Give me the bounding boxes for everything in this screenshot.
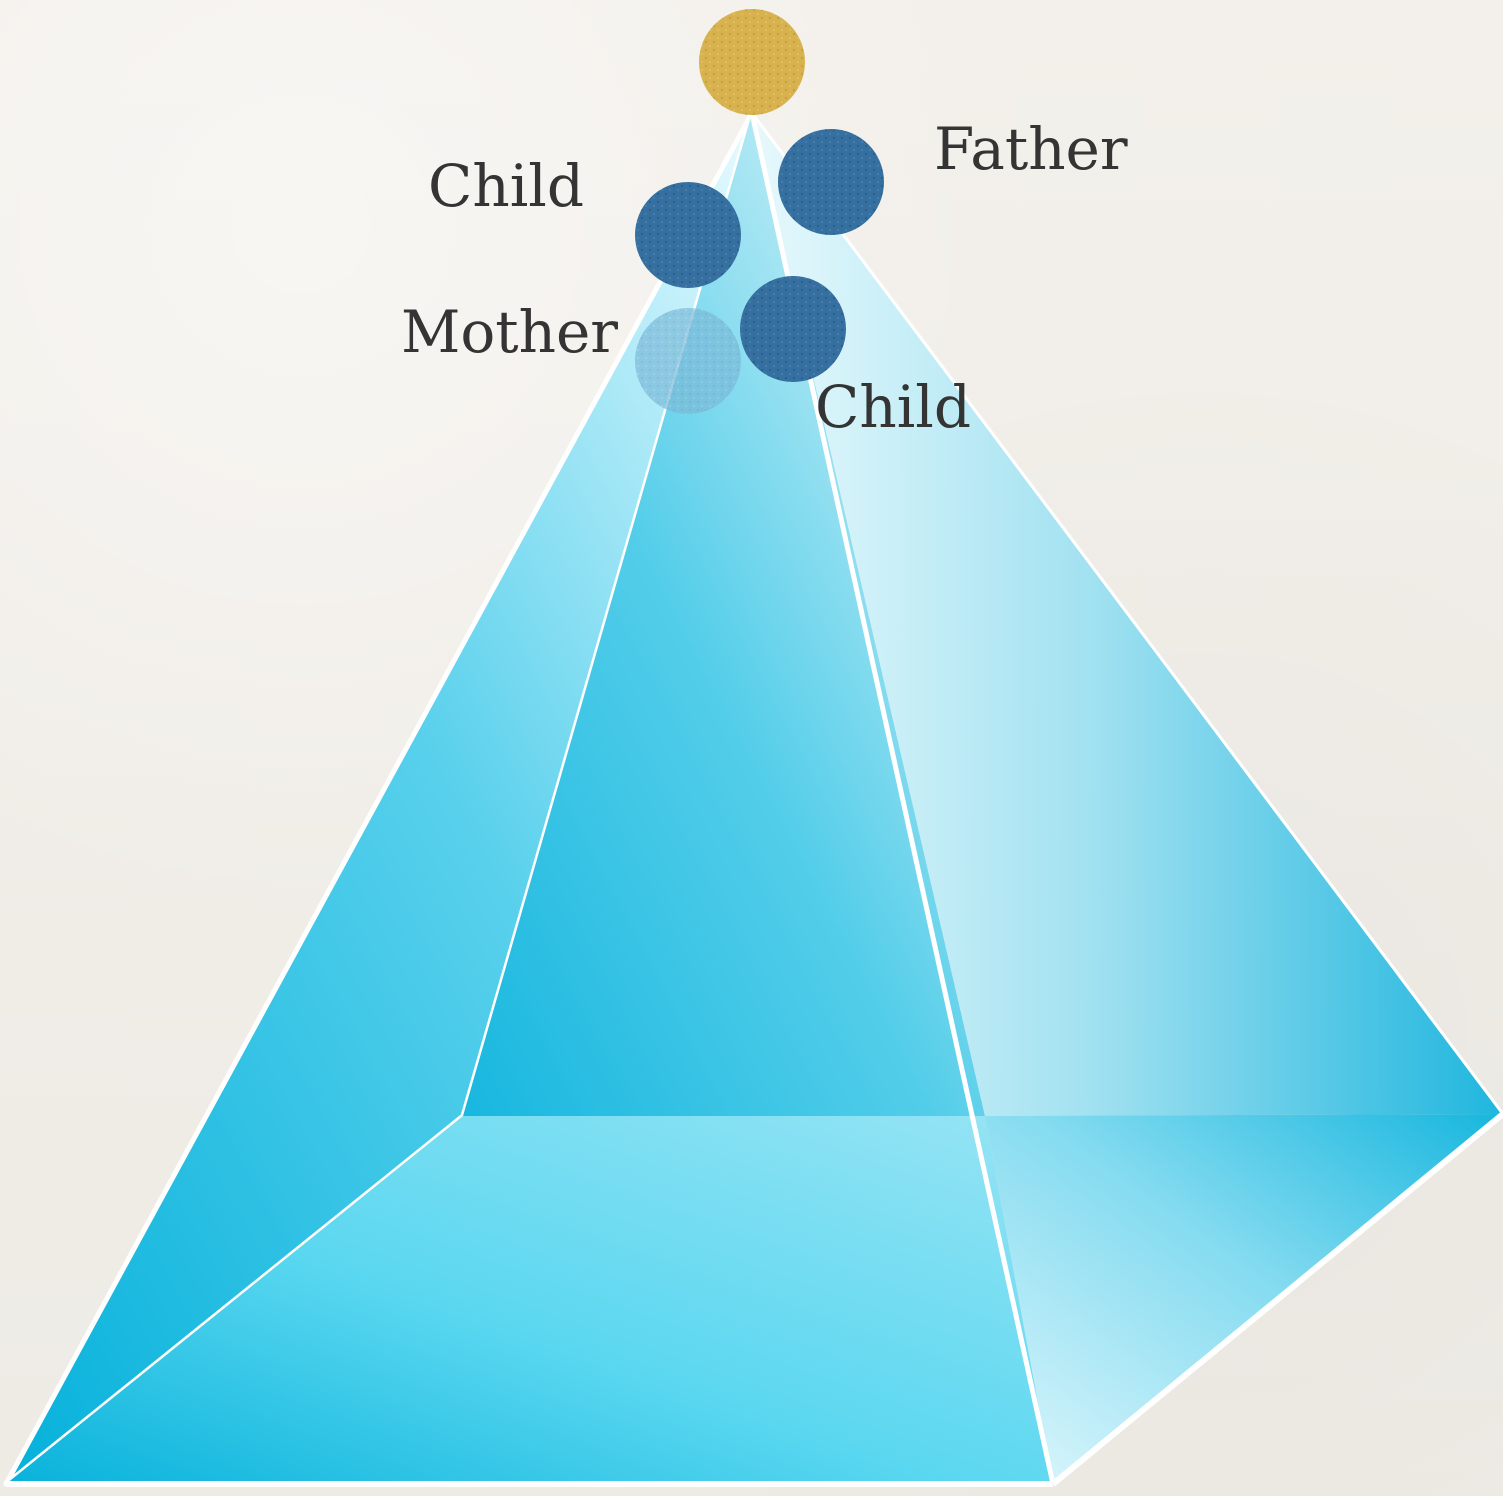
child-top-circle xyxy=(635,182,741,288)
child-bottom-label: Child xyxy=(815,373,971,441)
pyramid-base-right-edge xyxy=(1051,1111,1503,1487)
pyramid-right-edge xyxy=(750,112,1503,1115)
pyramid-inner-face xyxy=(463,113,985,1116)
father-circle xyxy=(778,129,884,235)
pyramid-base-face xyxy=(6,1116,1053,1484)
father-label: Father xyxy=(934,115,1128,183)
apex-circle xyxy=(699,9,805,115)
child-bottom-circle xyxy=(740,276,846,382)
child-top-label: Child xyxy=(428,152,584,220)
mother-circle xyxy=(635,308,741,414)
pyramid-right-base-face xyxy=(985,1114,1503,1484)
mother-label: Mother xyxy=(401,298,619,366)
